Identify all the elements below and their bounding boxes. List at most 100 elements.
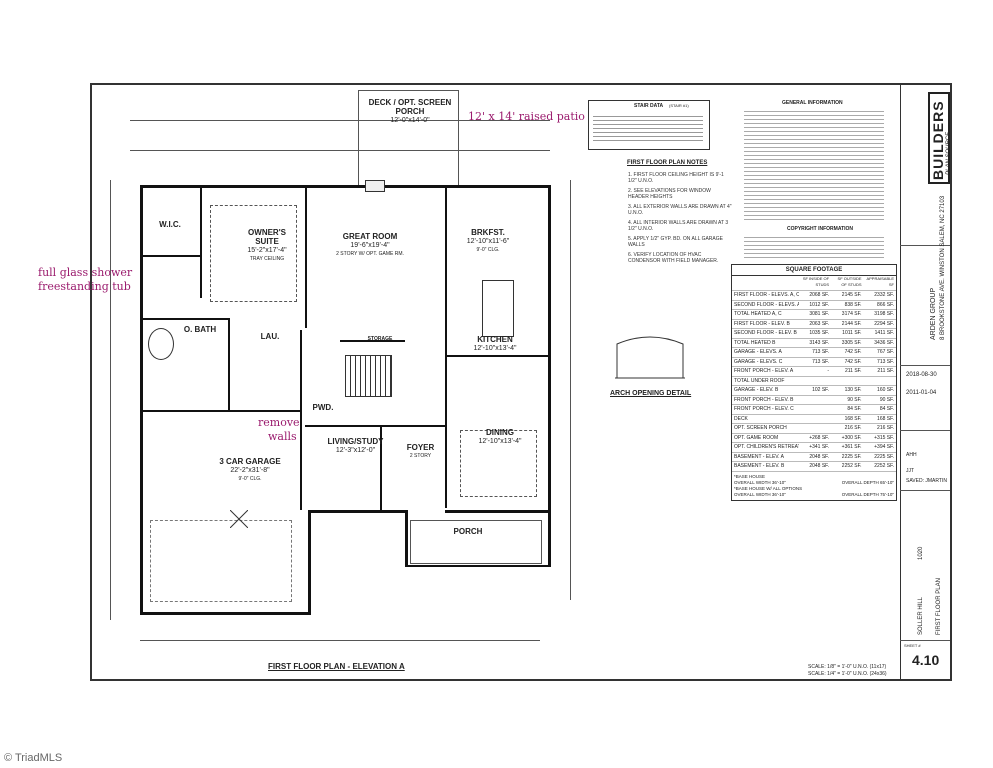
sf-cell: OPT. SCREEN PORCH [734, 425, 787, 431]
sf-cell: +394 SF. [874, 444, 895, 450]
exterior-wall [308, 510, 408, 513]
sf-cell: 90 SF. [879, 396, 895, 403]
sf-table-title: SQUARE FOOTAGE [732, 265, 896, 276]
sf-header: APPRAISABLE SF [866, 276, 895, 287]
interior-wall [200, 188, 202, 298]
dimension-line [110, 180, 111, 620]
sf-cell: - [827, 368, 830, 374]
attic-access-mark [229, 509, 249, 529]
sf-cell: SECOND FLOOR - ELEV. B [734, 330, 797, 336]
sf-cell: 742 SF. [844, 358, 862, 365]
exterior-wall [308, 510, 311, 615]
sf-cell [799, 424, 831, 433]
sf-cell: BASEMENT - ELEV. A [734, 453, 785, 460]
sf-header: SF INSIDE OF STUDS [802, 276, 830, 287]
sf-cell: 3174 SF. [841, 311, 862, 317]
sf-cell: FIRST FLOOR - ELEVS. A, C [734, 292, 799, 298]
sf-cell: 866 SF. [877, 301, 895, 308]
stair-data-box: STAIR DATA (STAIR #1) [588, 100, 710, 150]
room-dimension: 12'-10"x13'-4" [478, 438, 522, 445]
exterior-wall [140, 185, 550, 188]
room-dimension: 15'-2"x17'-4" [247, 247, 287, 254]
porch-outline [410, 520, 542, 564]
room-name: PWD. [312, 403, 334, 412]
copyright-text [744, 234, 884, 258]
sf-cell: 2332 SF. [874, 292, 895, 298]
sf-cell: 1012 SF. [809, 301, 830, 308]
sf-cell: 2063 SF. [809, 320, 830, 327]
room-name: LIVING/STUDY [327, 437, 384, 446]
tub [148, 328, 174, 360]
screen-porch-outline [358, 90, 359, 185]
interior-wall [340, 340, 405, 342]
note-item: 4. ALL INTERIOR WALLS ARE DRAWN AT 3 1/2… [628, 220, 729, 232]
plan-number: 1020 [918, 546, 924, 560]
dimension-line [570, 180, 571, 600]
porch-edge [548, 510, 551, 567]
logo-text: BUILDERS [930, 100, 946, 180]
room-dimension: 12'-3"x12'-0" [335, 447, 376, 454]
square-footage-table: SQUARE FOOTAGE SF INSIDE OF STUDS SF OUT… [731, 264, 897, 501]
sf-header [732, 276, 799, 290]
sf-cell: 3305 SF. [841, 339, 862, 346]
builders-logo: BUILDERS [928, 92, 950, 184]
sf-cell: 211 SF. [844, 368, 862, 374]
room-garage: 3 CAR GARAGE 22'-2"x31'-8" 9'-0" CLG. [205, 457, 295, 484]
sf-base-house: *BASE HOUSE [734, 473, 766, 479]
sf-row: FRONT PORCH - ELEV. A-211 SF.211 SF. [732, 367, 896, 377]
sf-cell: GARAGE - ELEVS. C [734, 358, 783, 365]
room-dimension: 22'-2"x31'-8" [230, 467, 270, 474]
shower-annotation: full glass shower [38, 266, 133, 279]
room-name: O. BATH [183, 325, 217, 334]
client-name: ARDEN GROUP [930, 287, 937, 340]
interior-wall [305, 188, 307, 328]
sf-cell: 2294 SF. [874, 320, 895, 327]
sf-row: SECOND FLOOR - ELEVS. A, C1012 SF.838 SF… [732, 301, 896, 310]
garage-bay [150, 520, 292, 602]
sf-row: OPT. CHILDREN'S RETREAT+341 SF.+361 SF.+… [732, 443, 896, 453]
stair-data-title: STAIR DATA [634, 103, 664, 109]
note-item: 1. FIRST FLOOR CEILING HEIGHT IS 9'-1 1/… [628, 172, 724, 184]
interior-wall [300, 330, 302, 510]
room-dining: DINING 12'-10"x13'-4" [465, 428, 535, 446]
note-item: 2. SEE ELEVATIONS FOR WINDOW HEADER HEIG… [628, 188, 711, 200]
room-storage: STORAGE [360, 335, 400, 344]
sf-cell: 2048 SF. [809, 463, 830, 469]
revision-value: 2011-01-04 [906, 390, 937, 396]
room-dimension: 12'-10"x13'-4" [473, 345, 517, 352]
date-value: 2018-08-30 [906, 372, 937, 378]
sf-cell [799, 415, 831, 424]
screen-porch-outline [458, 90, 459, 185]
first-floor-notes-list: 1. FIRST FLOOR CEILING HEIGHT IS 9'-1 1/… [628, 172, 733, 264]
note-item: 3. ALL EXTERIOR WALLS ARE DRAWN AT 4" U.… [628, 204, 732, 216]
drawn-by-value: AHH [906, 452, 917, 458]
room-screen-porch: DECK / OPT. SCREEN PORCH 12'-0"x14'-0" [365, 98, 455, 125]
sf-cell: 742 SF. [844, 349, 862, 355]
saved-value: SAVED: JMARTIN [906, 478, 947, 484]
interior-wall [445, 188, 447, 508]
sf-cell: 767 SF. [877, 349, 895, 355]
sf-cell: +300 SF. [841, 434, 862, 441]
room-name: KITCHEN [477, 335, 513, 344]
sf-cell: +361 SF. [841, 444, 862, 450]
room-name: DINING [486, 428, 514, 437]
title-block [900, 85, 951, 679]
approved-by-value: JJT [906, 468, 915, 474]
sf-cell: 2252 SF. [841, 463, 862, 469]
watermark: © TriadMLS [4, 752, 63, 764]
sf-row: TOTAL UNDER ROOF [732, 377, 896, 386]
interior-wall [445, 355, 550, 357]
sf-cell: 1411 SF. [874, 330, 895, 336]
room-name: LAU. [260, 332, 280, 341]
room-name: DECK / OPT. SCREEN PORCH [368, 98, 452, 116]
sf-header-row: SF INSIDE OF STUDS SF OUTSIDE OF STUDS A… [732, 276, 896, 291]
room-dimension: 19'-6"x19'-4" [350, 242, 390, 249]
room-note: 2 STORY W/ OPT. GAME RM. [336, 251, 404, 257]
room-o-bath: O. BATH [175, 325, 225, 334]
